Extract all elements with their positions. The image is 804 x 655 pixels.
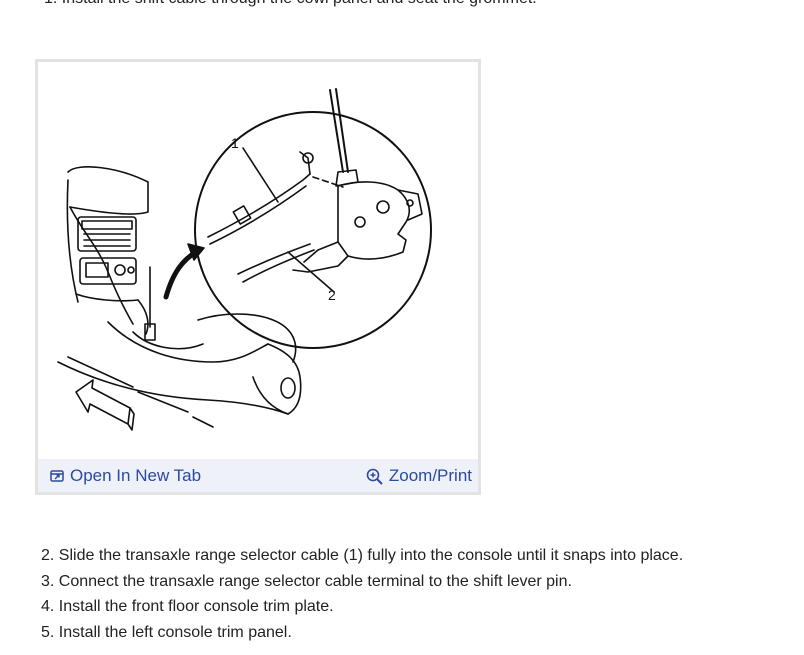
zoom-print-link[interactable]: Zoom/Print (366, 466, 472, 486)
list-item: 3. Connect the transaxle range selector … (41, 572, 572, 590)
callout-2: 2 (328, 287, 336, 303)
open-in-new-tab-label: Open In New Tab (70, 466, 202, 485)
list-item: 5. Install the left console trim panel. (41, 623, 292, 641)
open-in-new-tab-link[interactable]: Open In New Tab (50, 466, 201, 486)
magnifier-plus-icon (366, 468, 383, 485)
diagram-figure: 1 2 Open In New Tab Z (35, 59, 481, 495)
open-in-new-tab-icon (50, 469, 64, 483)
list-item: 2. Slide the transaxle range selector ca… (41, 547, 684, 564)
list-item: 4. Install the front floor console trim … (41, 598, 334, 615)
step-1-text: 1. Install the shift cable through the c… (44, 0, 537, 8)
zoom-print-label: Zoom/Print (388, 466, 472, 485)
shift-cable-diagram: 1 2 (57, 88, 432, 431)
instruction-list: 2. Slide the transaxle range selector ca… (41, 543, 683, 645)
callout-1: 1 (231, 135, 239, 151)
figure-action-bar: Open In New Tab Zoom/Print (38, 459, 478, 492)
